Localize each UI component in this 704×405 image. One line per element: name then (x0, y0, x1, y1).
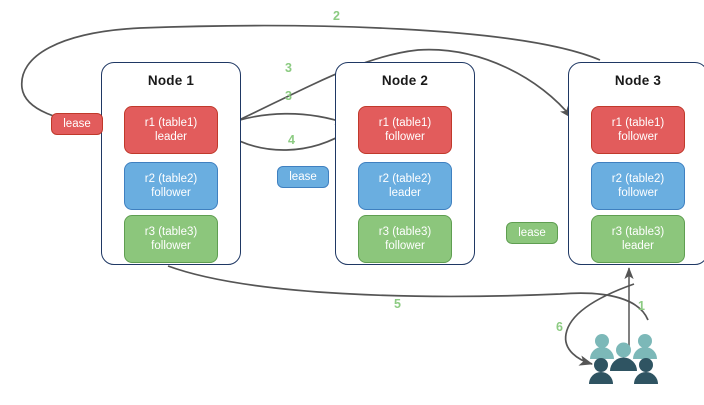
edge-6-path (564, 283, 635, 366)
edge-2-path (21, 24, 601, 129)
range-box-r3[interactable]: r3 (table3) follower (358, 215, 452, 263)
range-role: leader (622, 240, 654, 252)
node-title: Node 3 (614, 73, 662, 88)
range-role: follower (385, 240, 425, 252)
node-title: Node 1 (147, 73, 195, 88)
edge-5-path (167, 265, 649, 321)
users-group-icon (589, 334, 658, 384)
node-title: Node 2 (381, 73, 429, 88)
range-role: follower (151, 240, 191, 252)
range-box-r2[interactable]: r2 (table2) follower (591, 162, 685, 210)
range-box-r1[interactable]: r1 (table1) leader (124, 106, 218, 154)
node-container-1[interactable]: Node 1 r1 (table1) leader r2 (table2) fo… (101, 62, 241, 265)
range-name: r1 (table1) (378, 117, 432, 129)
lease-badge-r2[interactable]: lease (277, 166, 329, 188)
range-role: leader (389, 187, 421, 199)
range-box-r1[interactable]: r1 (table1) follower (358, 106, 452, 154)
range-role: follower (385, 131, 425, 143)
edge-label-6: 6 (556, 320, 563, 334)
node-container-2[interactable]: Node 2 r1 (table1) follower r2 (table2) … (335, 62, 475, 265)
range-role: follower (618, 187, 658, 199)
range-role: leader (155, 131, 187, 143)
edge-label-3-upper: 3 (285, 61, 292, 75)
range-name: r2 (table2) (378, 173, 432, 185)
range-name: r1 (table1) (144, 117, 198, 129)
node-container-3[interactable]: Node 3 r1 (table1) follower r2 (table2) … (568, 62, 704, 265)
range-box-r2[interactable]: r2 (table2) leader (358, 162, 452, 210)
edge-label-4: 4 (288, 133, 295, 147)
edge-label-2: 2 (333, 9, 340, 23)
edge-label-3-lower: 3 (285, 89, 292, 103)
range-role: follower (151, 187, 191, 199)
lease-badge-r1[interactable]: lease (51, 113, 103, 135)
range-box-r3[interactable]: r3 (table3) follower (124, 215, 218, 263)
edge-3-long-path (221, 48, 573, 129)
range-name: r2 (table2) (611, 173, 665, 185)
range-box-r1[interactable]: r1 (table1) follower (591, 106, 685, 154)
range-role: follower (618, 131, 658, 143)
range-box-r3[interactable]: r3 (table3) leader (591, 215, 685, 263)
edge-label-1: 1 (638, 299, 645, 313)
range-name: r1 (table1) (611, 117, 665, 129)
edge-label-5: 5 (394, 297, 401, 311)
range-box-r2[interactable]: r2 (table2) follower (124, 162, 218, 210)
range-name: r2 (table2) (144, 173, 198, 185)
range-name: r3 (table3) (378, 226, 432, 238)
lease-badge-r3[interactable]: lease (506, 222, 558, 244)
range-name: r3 (table3) (611, 226, 665, 238)
range-name: r3 (table3) (144, 226, 198, 238)
